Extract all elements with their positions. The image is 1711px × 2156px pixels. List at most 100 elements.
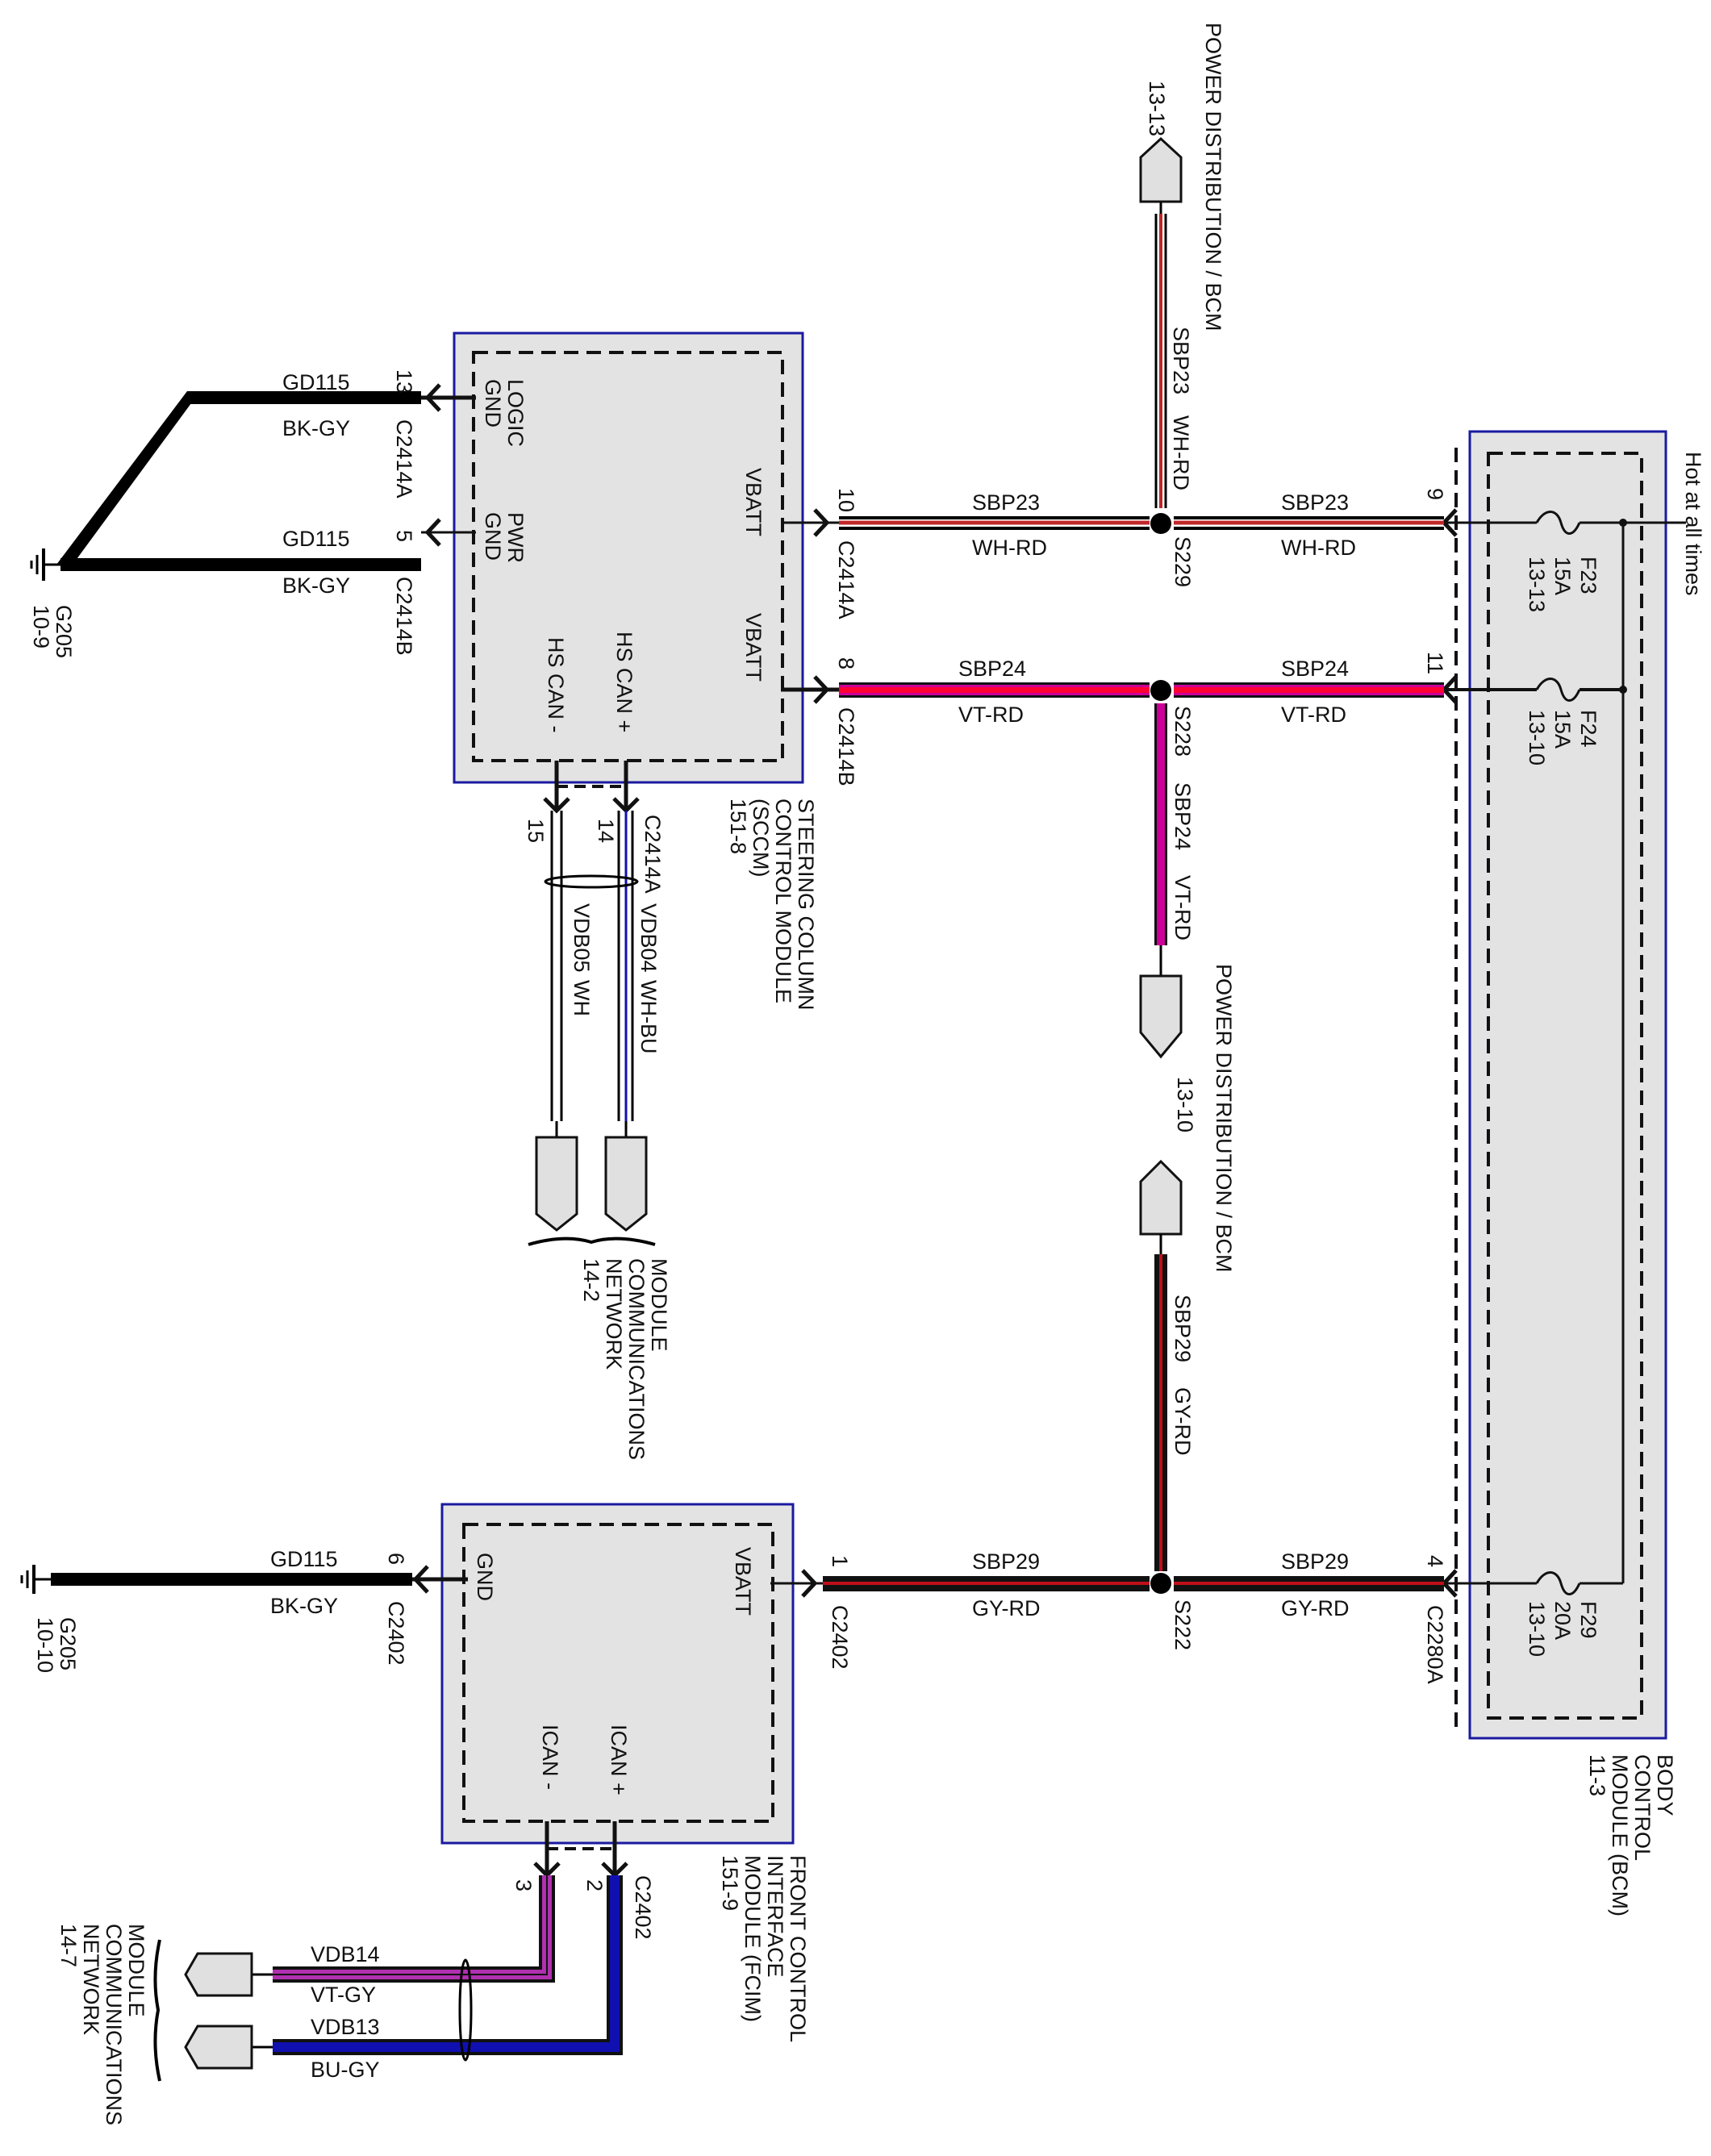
svg-text:20A: 20A — [1550, 1601, 1575, 1640]
ground-g205-bottom[interactable] — [20, 1565, 52, 1594]
bcm-hot-label: Hot at all times — [1681, 452, 1705, 596]
wire-vdb05[interactable] — [550, 811, 563, 1121]
svg-text:10-9: 10-9 — [29, 605, 53, 648]
pin-number: 13 — [392, 369, 416, 394]
ref-mcn-14-7[interactable]: MODULE COMMUNICATIONS NETWORK 14-7 — [56, 1924, 148, 2125]
ground-g205-top-label: G205 10-9 — [29, 605, 76, 658]
svg-text:14-2: 14-2 — [579, 1258, 603, 1302]
wire-label-circuit: SBP29 — [972, 1549, 1040, 1574]
wire-sbp24-left[interactable] — [839, 682, 1150, 698]
wire-vdb04[interactable] — [617, 811, 634, 1121]
connector-mcn-vdb14-icon[interactable] — [184, 1952, 253, 1997]
svg-text:NETWORK: NETWORK — [79, 1924, 103, 2035]
wire-gd115-logic[interactable] — [56, 391, 421, 565]
connector-pd-bcm-13-10-icon-b[interactable] — [1139, 1159, 1183, 1236]
fcim-module-box[interactable] — [440, 1503, 795, 1845]
bcm-module[interactable] — [1468, 430, 1686, 1740]
wire-gd115-fcim[interactable] — [51, 1573, 412, 1586]
wire-label-color: WH-RD — [972, 536, 1047, 560]
sccm-pin-hs-can-plus: HS CAN + — [612, 632, 636, 732]
sccm-module[interactable] — [453, 332, 804, 784]
wire-label-circuit: GD115 — [282, 370, 350, 394]
pin-number: 4 — [1423, 1555, 1447, 1567]
fuse-f29[interactable]: F29 20A 13-10 — [1444, 1571, 1623, 1658]
fuse-f23[interactable]: F23 15A 13-13 — [1444, 511, 1623, 613]
svg-text:F24: F24 — [1576, 710, 1600, 748]
svg-text:G205: G205 — [56, 1617, 80, 1670]
pin-number: 3 — [511, 1879, 536, 1891]
connector-pd-bcm-13-13-icon[interactable] — [1139, 136, 1183, 203]
bcm-module-name: BODY CONTROL MODULE (BCM) 11-3 — [1585, 1754, 1677, 1916]
wire-vdb13[interactable] — [273, 1875, 623, 2055]
wire-label-color: BK-GY — [282, 416, 350, 440]
svg-text:INTERFACE: INTERFACE — [763, 1855, 787, 1978]
ground-g205-bottom-label: G205 10-10 — [33, 1617, 80, 1673]
wire-label-circuit: SBP23 — [1169, 327, 1193, 394]
connector-arrow-icon — [543, 797, 570, 814]
pin-number: 14 — [594, 819, 618, 843]
wire-label-circuit: GD115 — [270, 1547, 338, 1571]
ref-pd-bcm-13-13[interactable]: POWER DISTRIBUTION / BCM — [1201, 23, 1225, 332]
sccm-module-name: STEERING COLUMN CONTROL MODULE (SCCM) 15… — [726, 799, 818, 1011]
fuse-icon — [1535, 511, 1581, 535]
wire-sbp23-right[interactable] — [1174, 516, 1444, 530]
sccm-pin-pwr-gnd: PWR GND — [481, 512, 528, 563]
fcim-pin-vbatt: VBATT — [731, 1547, 755, 1616]
sccm-pin-hs-can-minus: HS CAN - — [544, 637, 568, 733]
ref-pd-bcm-13-13-page: 13-13 — [1145, 81, 1169, 136]
ref-mcn-14-2[interactable]: MODULE COMMUNICATIONS NETWORK 14-2 — [579, 1258, 671, 1460]
svg-text:POWER DISTRIBUTION / BCM: POWER DISTRIBUTION / BCM — [1212, 964, 1236, 1273]
wire-label-color: VT-RD — [1281, 703, 1346, 727]
fcim-module[interactable] — [440, 1503, 795, 1845]
svg-text:14-7: 14-7 — [56, 1924, 81, 1967]
connector-id: C2414B — [834, 707, 858, 786]
wire-sbp23-up[interactable] — [1154, 214, 1167, 508]
wire-label-circuit: SBP23 — [972, 490, 1040, 515]
fcim-pin-gnd: GND — [473, 1553, 497, 1601]
fuse-f24[interactable]: F24 15A 13-10 — [1444, 678, 1623, 766]
svg-text:11-3: 11-3 — [1585, 1754, 1609, 1796]
connector-arrow-icon — [813, 675, 830, 704]
connector-mcn-vdb13-icon[interactable] — [184, 2025, 253, 2070]
wire-sbp24-right[interactable] — [1174, 682, 1444, 698]
fuse-icon — [1535, 1571, 1581, 1595]
wire-label-color: GY-RD — [1171, 1387, 1195, 1456]
connector-id: C2414A — [392, 419, 416, 498]
ref-pd-bcm-13-10[interactable]: POWER DISTRIBUTION / BCM — [1212, 964, 1236, 1273]
connector-pd-bcm-13-10-icon-a[interactable] — [1139, 974, 1183, 1059]
ground-g205-top[interactable] — [30, 548, 63, 581]
sccm-module-box[interactable] — [453, 332, 804, 784]
wire-sbp23-left[interactable] — [839, 516, 1150, 530]
wire-vdb14[interactable] — [273, 1875, 555, 1983]
bcm-module-box[interactable] — [1468, 430, 1667, 1740]
splice-s228[interactable] — [1150, 680, 1171, 701]
wire-label-circuit: SBP24 — [1171, 782, 1195, 850]
svg-text:MODULE: MODULE — [647, 1258, 671, 1352]
connector-id: C2402 — [828, 1605, 852, 1670]
svg-text:151-9: 151-9 — [718, 1855, 742, 1911]
wire-gd115-pwr[interactable] — [61, 558, 421, 571]
svg-text:COMMUNICATIONS: COMMUNICATIONS — [102, 1924, 126, 2125]
pin-number: 8 — [834, 657, 858, 669]
wire-sbp29-right[interactable] — [1174, 1576, 1444, 1591]
wire-label-color: VT-RD — [958, 703, 1024, 727]
connector-id: C2402 — [384, 1601, 408, 1666]
wire-label-circuit: SBP24 — [1281, 657, 1349, 681]
wire-sbp29-up[interactable] — [1154, 1254, 1167, 1571]
wire-label-circuit: VDB13 — [311, 2015, 380, 2039]
sccm-module-inner-outline — [472, 351, 784, 762]
svg-text:13-13: 13-13 — [1525, 557, 1549, 612]
connector-mcn-vdb05-icon[interactable] — [535, 1136, 578, 1232]
wire-label-color: VT-GY — [311, 1983, 376, 2007]
splice-label: S222 — [1171, 1599, 1195, 1650]
pin-number: 6 — [384, 1553, 408, 1565]
wire-sbp24-down[interactable] — [1154, 703, 1167, 945]
wire-sbp29-left[interactable] — [823, 1576, 1150, 1591]
connector-mcn-vdb04-icon[interactable] — [604, 1136, 648, 1232]
svg-text:15A: 15A — [1550, 557, 1575, 595]
splice-s222[interactable] — [1150, 1573, 1171, 1594]
splice-s229[interactable] — [1150, 513, 1171, 534]
fcim-module-name: FRONT CONTROL INTERFACE MODULE (FCIM) 15… — [718, 1855, 810, 2042]
wire-label-color: BK-GY — [282, 573, 350, 598]
